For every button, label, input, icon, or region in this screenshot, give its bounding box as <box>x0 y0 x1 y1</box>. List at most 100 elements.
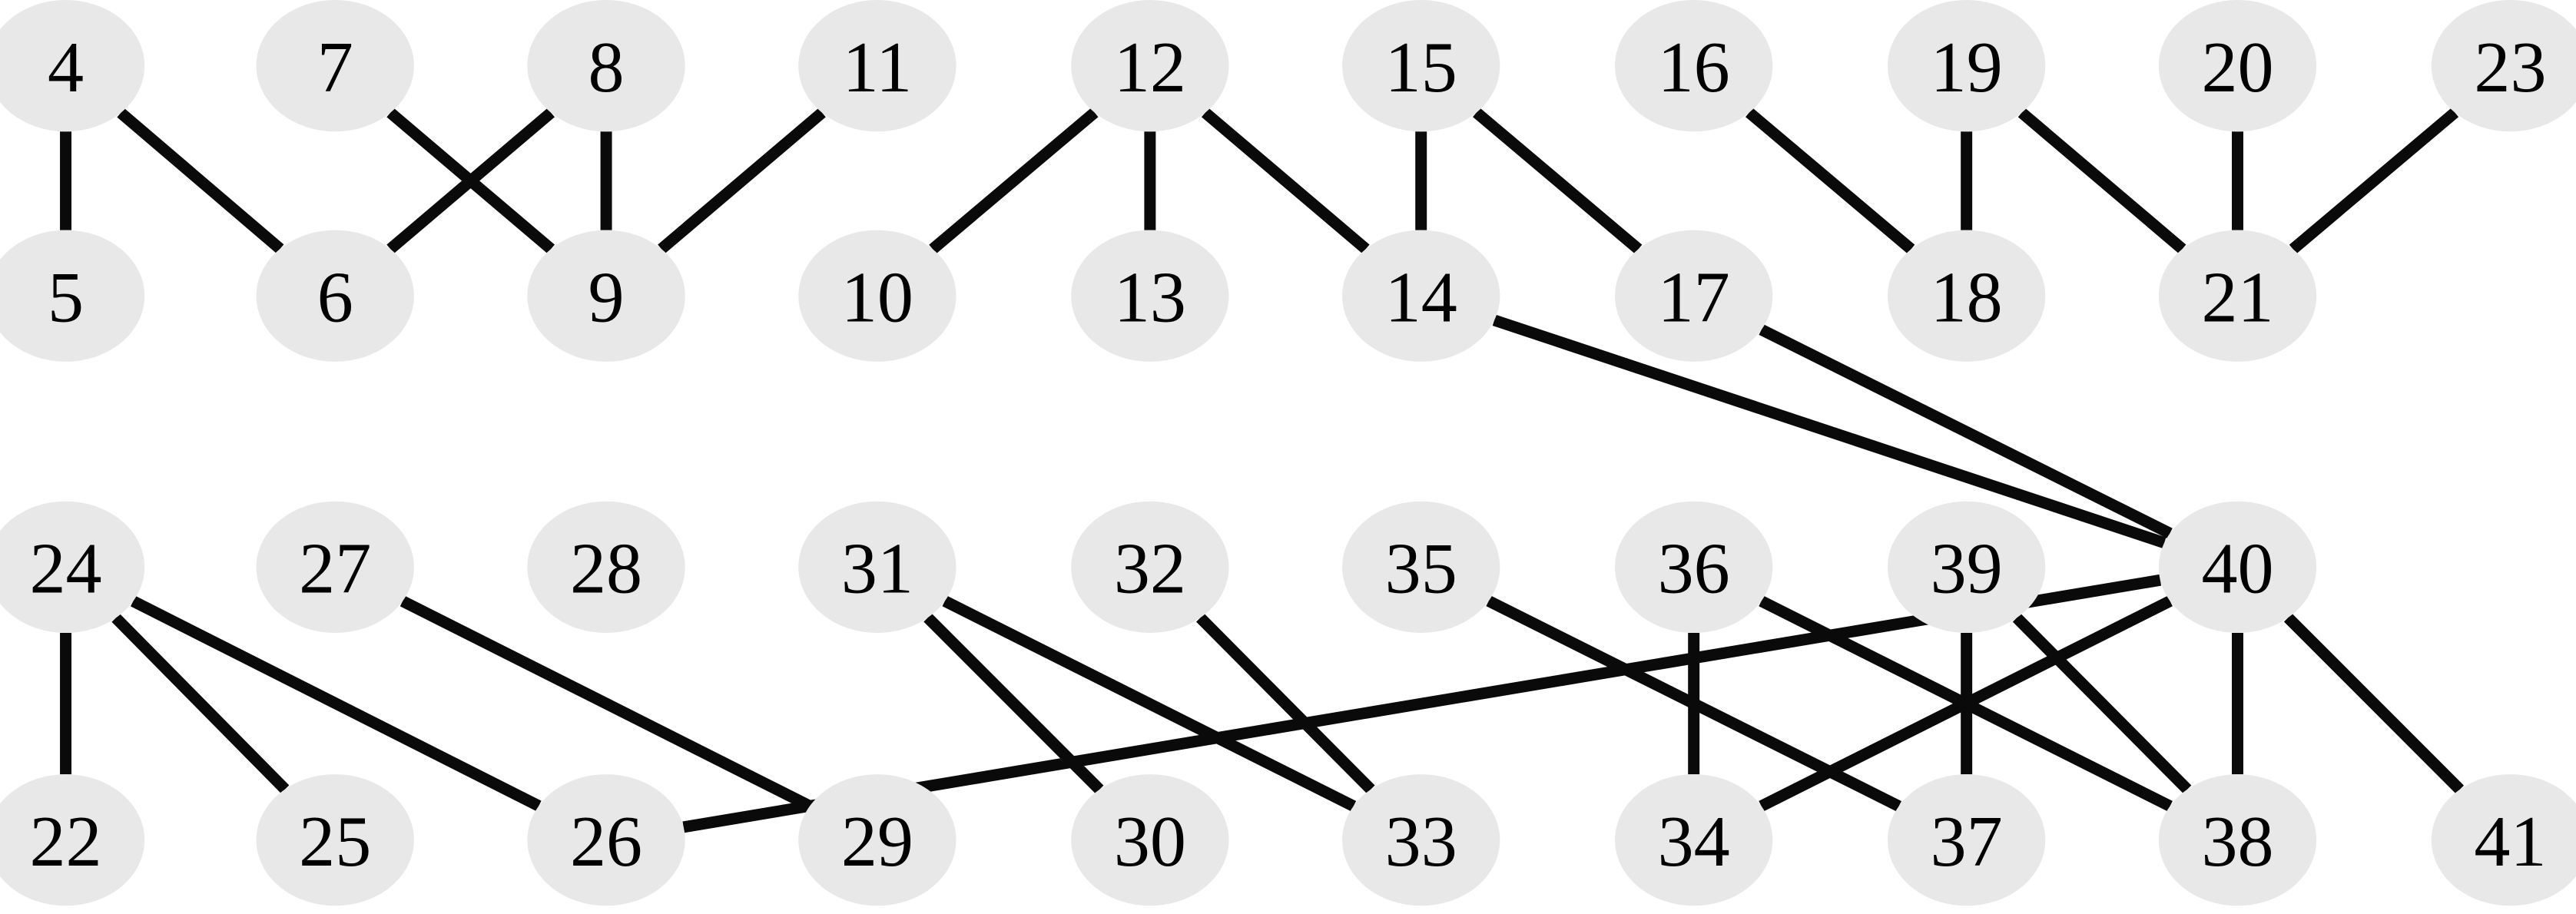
graph-node-36[interactable]: 36 <box>1615 501 1773 634</box>
graph-node-31[interactable]: 31 <box>798 501 956 634</box>
node-label-11: 11 <box>843 28 913 108</box>
node-label-39: 39 <box>1931 529 2003 609</box>
graph-edge-31-30 <box>923 613 1104 794</box>
graph-node-14[interactable]: 14 <box>1342 230 1500 362</box>
graph-node-27[interactable]: 27 <box>256 501 414 634</box>
graph-node-28[interactable]: 28 <box>527 501 685 634</box>
graph-edge-12-14 <box>1201 108 1370 253</box>
node-label-29: 29 <box>841 802 913 882</box>
graph-edge-24-26 <box>130 596 542 812</box>
graph-node-38[interactable]: 38 <box>2158 774 2317 906</box>
node-shape-41[interactable] <box>2431 774 2576 906</box>
graph-node-20[interactable]: 20 <box>2158 0 2317 132</box>
node-shape-20[interactable] <box>2158 0 2317 132</box>
node-shape-21[interactable] <box>2158 230 2317 362</box>
graph-node-4[interactable]: 4 <box>0 0 145 132</box>
node-shape-22[interactable] <box>0 774 145 906</box>
graph-node-13[interactable]: 13 <box>1071 230 1229 362</box>
node-shape-27[interactable] <box>256 501 414 634</box>
graph-edge-11-9 <box>658 108 826 253</box>
node-shape-4[interactable] <box>0 0 145 132</box>
node-label-4: 4 <box>48 28 84 108</box>
node-shape-32[interactable] <box>1071 501 1229 634</box>
node-shape-28[interactable] <box>527 501 685 634</box>
graph-node-21[interactable]: 21 <box>2158 230 2317 362</box>
graph-node-11[interactable]: 11 <box>798 0 956 132</box>
node-shape-15[interactable] <box>1342 0 1500 132</box>
node-shape-26[interactable] <box>527 774 685 906</box>
graph-node-37[interactable]: 37 <box>1888 774 2046 906</box>
node-shape-37[interactable] <box>1888 774 2046 906</box>
node-label-15: 15 <box>1385 28 1457 108</box>
node-shape-13[interactable] <box>1071 230 1229 362</box>
graph-node-32[interactable]: 32 <box>1071 501 1229 634</box>
node-shape-31[interactable] <box>798 501 956 634</box>
node-shape-24[interactable] <box>0 501 145 633</box>
node-shape-23[interactable] <box>2431 0 2576 132</box>
graph-node-22[interactable]: 22 <box>0 774 145 906</box>
node-shape-8[interactable] <box>527 0 685 132</box>
graph-node-34[interactable]: 34 <box>1615 774 1773 906</box>
graph-edge-14-40 <box>1492 314 2167 548</box>
node-shape-6[interactable] <box>256 230 414 362</box>
node-shape-18[interactable] <box>1888 230 2046 362</box>
graph-edge-19-21 <box>2017 108 2186 253</box>
node-label-16: 16 <box>1658 28 1730 108</box>
graph-node-8[interactable]: 8 <box>527 0 685 132</box>
graph-node-18[interactable]: 18 <box>1888 230 2046 362</box>
graph-node-5[interactable]: 5 <box>0 230 145 362</box>
node-shape-9[interactable] <box>527 230 685 362</box>
node-shape-34[interactable] <box>1615 774 1773 906</box>
node-label-28: 28 <box>570 529 642 609</box>
graph-node-17[interactable]: 17 <box>1615 230 1773 362</box>
node-shape-33[interactable] <box>1342 774 1500 906</box>
node-shape-5[interactable] <box>0 230 145 362</box>
graph-node-19[interactable]: 19 <box>1888 0 2046 132</box>
node-shape-25[interactable] <box>256 774 414 906</box>
graph-edge-27-29 <box>399 595 813 812</box>
graph-node-30[interactable]: 30 <box>1071 774 1229 906</box>
node-shape-12[interactable] <box>1071 0 1229 132</box>
node-shape-38[interactable] <box>2158 774 2317 906</box>
node-shape-40[interactable] <box>2158 501 2317 634</box>
graph-node-7[interactable]: 7 <box>256 0 414 132</box>
node-shape-17[interactable] <box>1615 230 1773 362</box>
node-shape-10[interactable] <box>798 230 956 362</box>
graph-node-26[interactable]: 26 <box>527 774 685 906</box>
node-shape-7[interactable] <box>256 0 414 132</box>
node-shape-11[interactable] <box>798 0 956 132</box>
graph-node-15[interactable]: 15 <box>1342 0 1500 132</box>
node-label-14: 14 <box>1385 257 1457 337</box>
node-shape-16[interactable] <box>1615 0 1773 132</box>
graph-node-6[interactable]: 6 <box>256 230 414 362</box>
graph-node-16[interactable]: 16 <box>1615 0 1773 132</box>
graph-node-12[interactable]: 12 <box>1071 0 1229 132</box>
graph-node-40[interactable]: 40 <box>2158 501 2317 634</box>
graph-node-29[interactable]: 29 <box>798 774 956 906</box>
graph-node-41[interactable]: 41 <box>2431 774 2576 906</box>
graph-node-25[interactable]: 25 <box>256 774 414 906</box>
graph-edge-40-41 <box>2283 613 2465 794</box>
graph-node-9[interactable]: 9 <box>527 230 685 362</box>
node-shape-29[interactable] <box>798 774 956 906</box>
node-label-34: 34 <box>1658 802 1730 882</box>
node-label-38: 38 <box>2201 802 2273 882</box>
node-shape-30[interactable] <box>1071 774 1229 906</box>
graph-edge-4-6 <box>117 108 284 253</box>
graph-node-10[interactable]: 10 <box>798 230 956 362</box>
graph-edge-15-17 <box>1473 108 1643 254</box>
graph-edge-31-33 <box>942 595 1357 812</box>
node-shape-36[interactable] <box>1615 501 1773 634</box>
node-shape-39[interactable] <box>1888 501 2046 634</box>
graph-node-39[interactable]: 39 <box>1888 501 2046 634</box>
node-label-13: 13 <box>1114 257 1186 337</box>
graph-node-33[interactable]: 33 <box>1342 774 1500 906</box>
graph-node-35[interactable]: 35 <box>1342 501 1500 634</box>
graph-node-23[interactable]: 23 <box>2431 0 2576 132</box>
node-shape-35[interactable] <box>1342 501 1500 634</box>
node-shape-19[interactable] <box>1888 0 2046 132</box>
node-label-10: 10 <box>841 257 913 337</box>
graph-node-24[interactable]: 24 <box>0 501 145 633</box>
node-shape-14[interactable] <box>1342 230 1500 362</box>
